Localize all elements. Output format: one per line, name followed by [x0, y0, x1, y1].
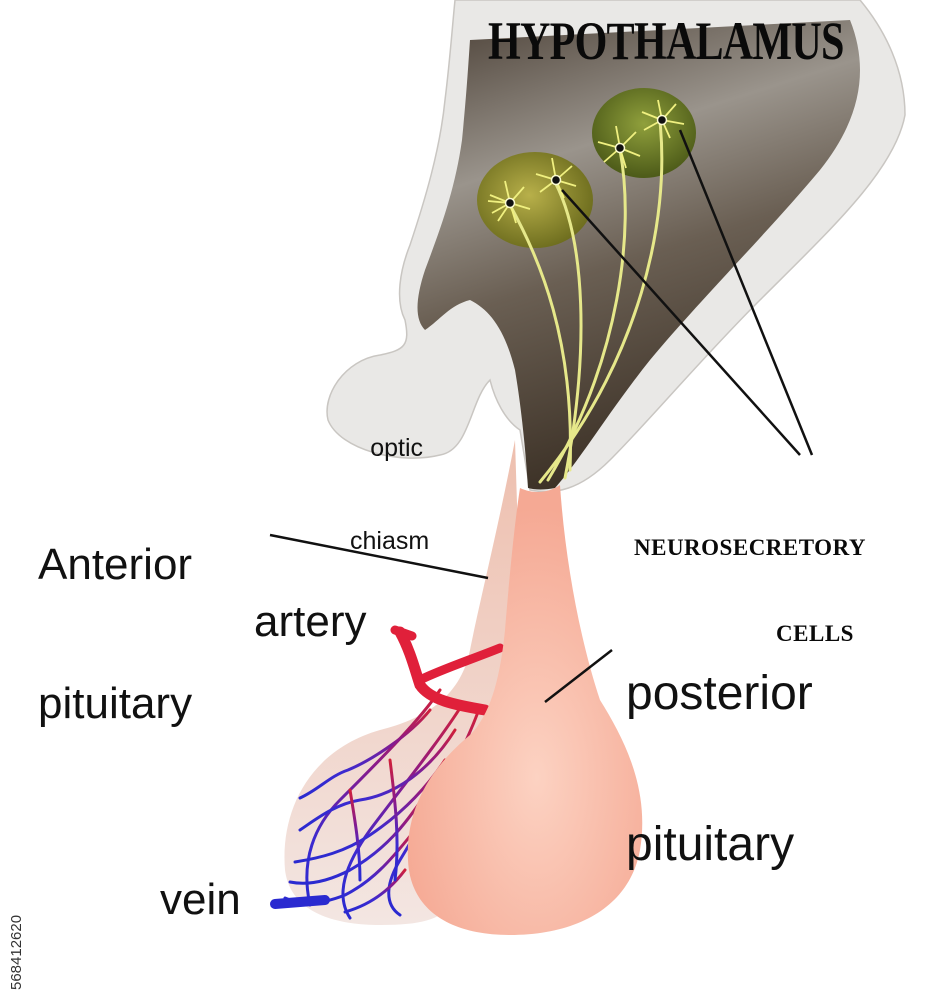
hypothalamus-inner [417, 20, 860, 490]
neurosecretory-cells-label: NEUROSECRETORY CELLS [590, 476, 910, 677]
posterior-pituitary-label: posterior pituitary [626, 568, 813, 921]
neuron-nuclei [504, 114, 668, 209]
leader-lines [269, 129, 814, 703]
vein-vessel [270, 895, 330, 909]
optic-chiasm-line2: chiasm [350, 527, 430, 556]
vein-label: vein [160, 875, 241, 924]
axons [508, 120, 664, 484]
neurosecretory-line1: NEUROSECRETORY [634, 534, 866, 560]
posterior-pituitary-lobe [407, 485, 643, 935]
watermark-id: 568412620 [8, 914, 25, 990]
neuron-cluster-left [477, 152, 593, 248]
artery-vessel [390, 625, 505, 716]
portal-vessels [283, 688, 480, 920]
anterior-pituitary-line1: Anterior [38, 540, 193, 590]
optic-chiasm-label: optic chiasm [350, 370, 429, 589]
neurosecretory-line2: CELLS [776, 620, 854, 646]
artery-label: artery [254, 597, 367, 646]
neuron-cells [487, 99, 685, 224]
posterior-pituitary-line2: pituitary [626, 817, 795, 871]
optic-chiasm-line1: optic [370, 433, 423, 462]
posterior-pituitary-line1: posterior [626, 666, 813, 720]
diagram-title: HYPOTHALAMUS [488, 11, 844, 71]
anterior-pituitary-label: Anterior pituitary [38, 450, 192, 773]
anterior-pituitary-line2: pituitary [38, 678, 193, 728]
